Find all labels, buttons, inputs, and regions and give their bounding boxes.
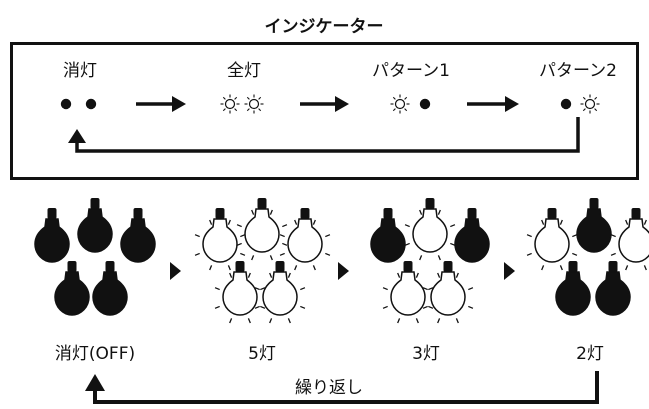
indicator-frame xyxy=(10,42,639,180)
bulb-2-1-on xyxy=(194,208,246,271)
indicator-dot-4-1-off xyxy=(560,98,572,110)
arrow-off-to-all xyxy=(136,96,186,112)
indicator-return-arrowhead xyxy=(68,129,86,143)
bulb-1-1-off xyxy=(34,208,70,263)
bulb-4-4-off xyxy=(555,261,591,316)
cycle-step-arrow-1 xyxy=(170,262,181,280)
bulb-1-5-off xyxy=(92,261,128,316)
repeat-return-line xyxy=(93,371,599,404)
bulb-3-2-on xyxy=(404,198,456,261)
bulb-2-4-on xyxy=(214,261,266,324)
arrow-all-to-pattern1 xyxy=(300,96,349,112)
cycle-state-label-5: 5灯 xyxy=(248,344,276,364)
cycle-step-arrow-3 xyxy=(504,262,515,280)
bulb-4-1-on xyxy=(526,208,578,271)
indicator-dot-1-1-off xyxy=(60,98,72,110)
bulb-3-5-on xyxy=(422,261,474,324)
indicator-state-label-pattern2: パターン2 xyxy=(539,61,617,81)
bulb-3-4-on xyxy=(382,261,434,324)
cycle-state-label-off: 消灯(OFF) xyxy=(54,344,136,364)
bulb-2-5-on xyxy=(254,261,306,324)
indicator-dot-2-2-on xyxy=(244,94,264,114)
bulb-4-3-on xyxy=(610,208,649,271)
bulb-3-3-off xyxy=(454,208,490,263)
bulb-1-4-off xyxy=(54,261,90,316)
cycle-state-label-2: 2灯 xyxy=(576,344,604,364)
bulb-1-3-off xyxy=(120,208,156,263)
repeat-label: 繰り返し xyxy=(295,378,363,398)
bulb-4-2-off xyxy=(576,198,612,253)
bulb-1-2-off xyxy=(77,198,113,253)
cycle-step-arrow-2 xyxy=(338,262,349,280)
indicator-dot-1-2-off xyxy=(85,98,97,110)
bulb-2-2-on xyxy=(236,198,288,261)
indicator-state-label-off: 消灯 xyxy=(63,61,97,81)
indicator-dot-2-1-on xyxy=(220,94,240,114)
indicator-dot-3-2-off xyxy=(419,98,431,110)
diagram-title: インジケーター xyxy=(264,17,384,37)
cycle-state-label-3: 3灯 xyxy=(412,344,440,364)
indicator-state-label-pattern1: パターン1 xyxy=(372,61,450,81)
indicator-dot-3-1-on xyxy=(390,94,410,114)
bulb-3-1-off xyxy=(370,208,406,263)
bulb-4-5-off xyxy=(595,261,631,316)
indicator-state-label-all: 全灯 xyxy=(227,61,261,81)
bulb-2-3-on xyxy=(279,208,331,271)
indicator-dot-4-2-on xyxy=(580,94,600,114)
indicator-return-line xyxy=(75,117,580,153)
arrow-pattern1-to-pattern2 xyxy=(467,96,519,112)
repeat-return-arrowhead xyxy=(85,374,105,391)
